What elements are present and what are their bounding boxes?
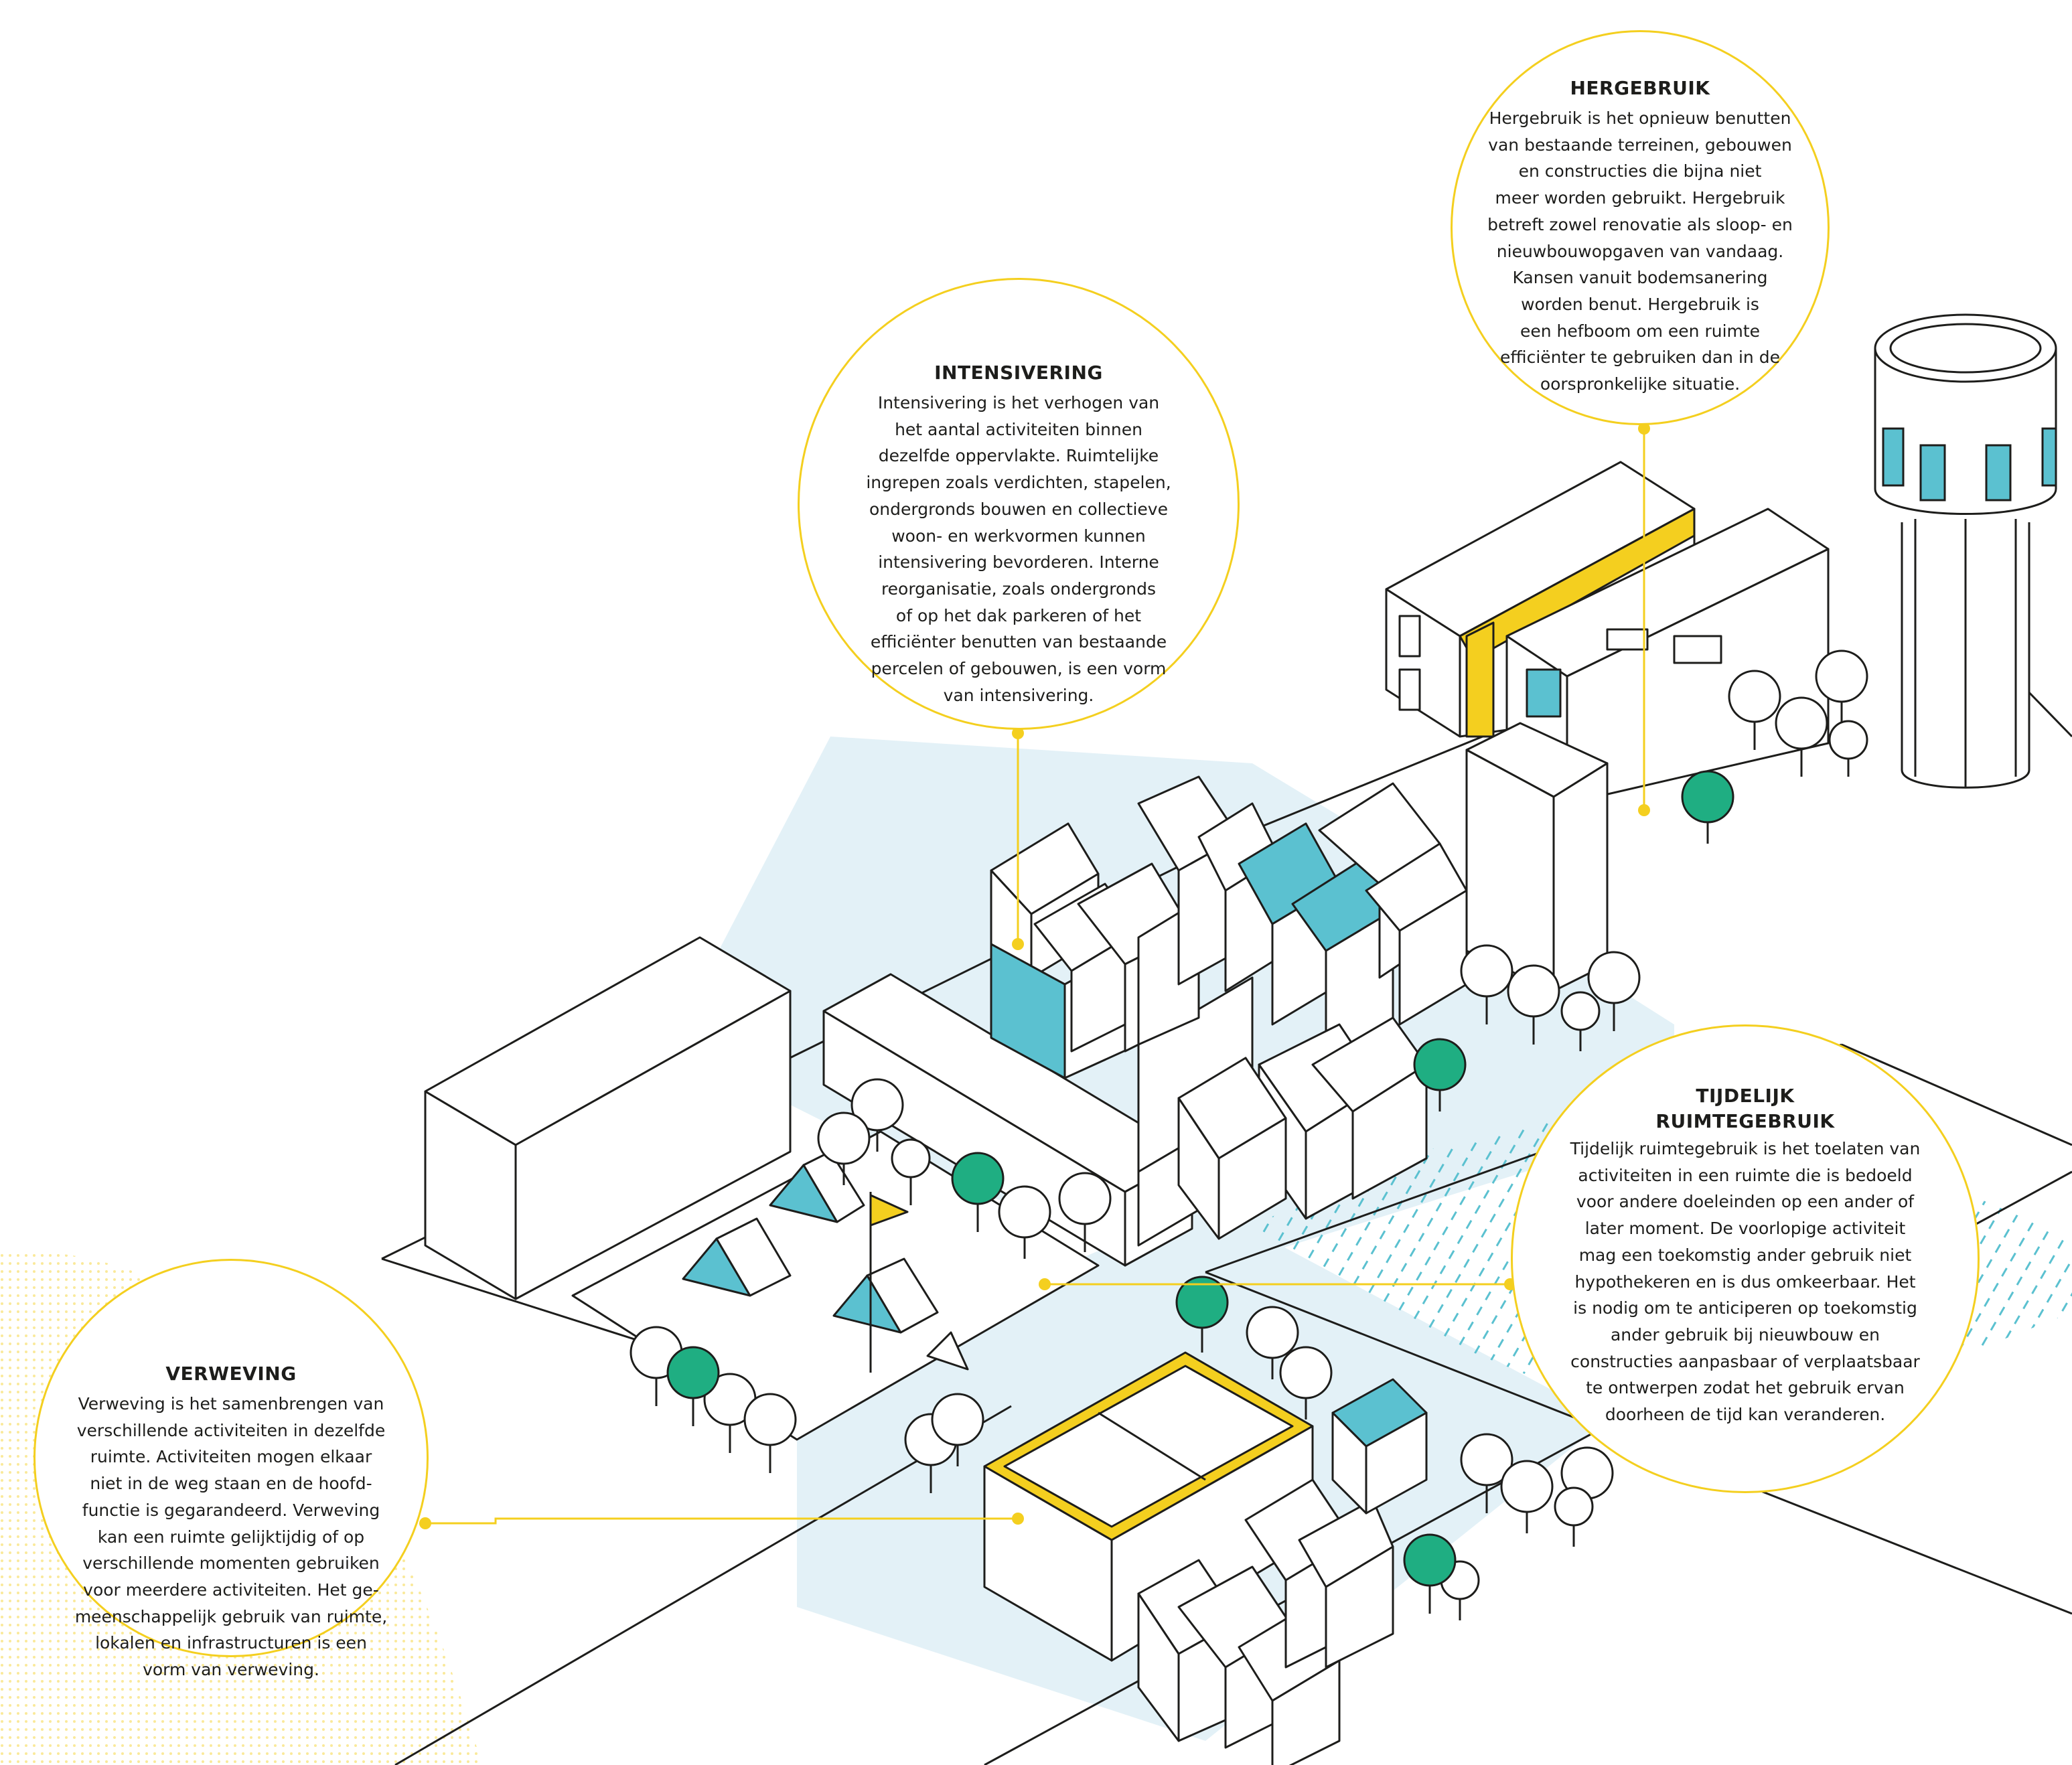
- house-cluster: [990, 775, 1468, 1247]
- callout-title: TIJDELIJK RUIMTEGEBRUIK: [1655, 1085, 1835, 1132]
- callout-title: INTENSIVERING: [934, 362, 1103, 384]
- connector-dot: [1638, 423, 1650, 435]
- connector-dot: [1039, 1278, 1051, 1290]
- callout-body: Verweving is het samenbrengen van versch…: [74, 1394, 388, 1680]
- callout-body: Tijdelijk ruimtegebruik is het toelaten …: [1570, 1139, 1921, 1425]
- callout-body: Intensivering is het verhogen van het aa…: [866, 393, 1171, 705]
- large-block: [424, 936, 792, 1300]
- callout-body: Hergebruik is het opnieuw benutten van b…: [1487, 108, 1793, 394]
- callout-tijdelijk-ruimtegebruik: TIJDELIJK RUIMTEGEBRUIK Tijdelijk ruimte…: [1511, 1024, 1980, 1493]
- connector-dot: [1012, 727, 1024, 739]
- connector-dot: [1638, 804, 1650, 816]
- callout-hergebruik: HERGEBRUIK Hergebruik is het opnieuw ben…: [1451, 30, 1830, 425]
- connector-dot: [1012, 1513, 1024, 1525]
- connector-dot: [419, 1517, 431, 1529]
- callout-verweving: VERWEVING Verweving is het samenbrengen …: [33, 1259, 429, 1679]
- trees: [630, 649, 1868, 1620]
- connector-dot: [1012, 938, 1024, 950]
- callout-title: VERWEVING: [165, 1363, 297, 1385]
- office-buildings: [1385, 461, 1830, 992]
- callout-title: HERGEBRUIK: [1570, 77, 1710, 99]
- house-cluster-bottom: [1137, 1378, 1428, 1765]
- callout-intensivering: INTENSIVERING Intensivering is het verho…: [798, 278, 1240, 730]
- connector-lines: [425, 429, 1645, 1525]
- water-tower: [1874, 313, 2057, 789]
